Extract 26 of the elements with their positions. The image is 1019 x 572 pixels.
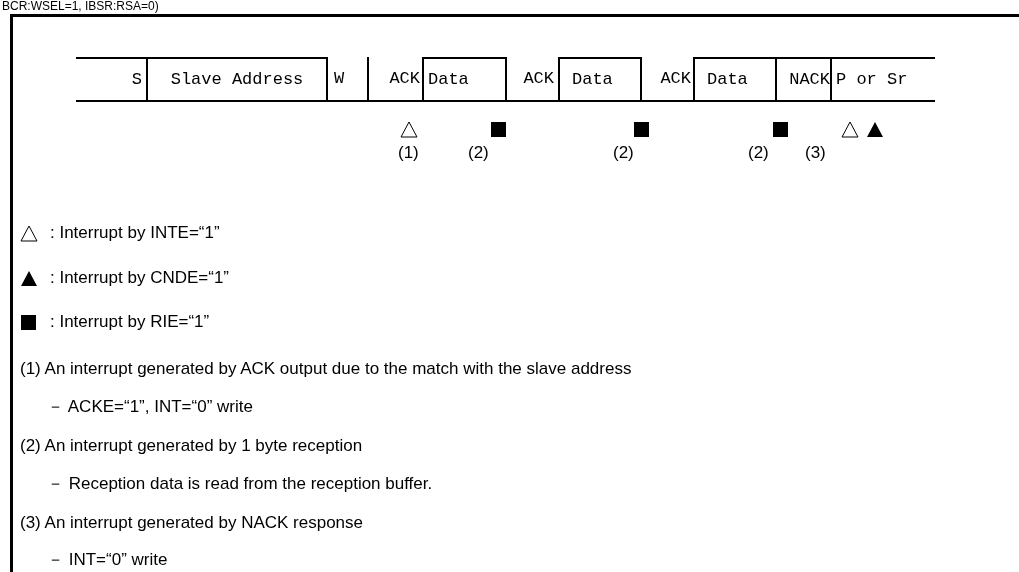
legend-text: : Interrupt by CNDE=“1” [50, 267, 230, 289]
callout-number: (3) [805, 143, 826, 163]
frame-field: NACK [775, 57, 830, 102]
note-text: － INT=“0” write [47, 549, 168, 571]
frame-field: W [326, 57, 367, 102]
heading: BCR:WSEL=1, IBSR:RSA=0) [2, 0, 159, 13]
legend-text: : Interrupt by INTE=“1” [50, 222, 220, 244]
frame-field: ACK [505, 57, 558, 102]
frame-field: Data [693, 57, 777, 102]
callout-number: (2) [468, 143, 489, 163]
note-text: － Reception data is read from the reception buffer. [47, 473, 433, 495]
frame-field: Data [422, 57, 507, 102]
frame-field: ACK [367, 57, 422, 102]
note-text: － ACKE=“1”, INT=“0” write [47, 396, 253, 418]
frame-field: Data [558, 57, 642, 102]
callout-number: (1) [398, 143, 419, 163]
note-text: (1) An interrupt generated by ACK output due to the match with the slave address [20, 358, 632, 380]
frame-field: ACK [640, 57, 693, 102]
frame-field: S [76, 57, 146, 102]
note-text: (2) An interrupt generated by 1 byte reception [20, 435, 363, 457]
callout-number: (2) [748, 143, 769, 163]
legend-text: : Interrupt by RIE=“1” [50, 311, 210, 333]
frame-field: Slave Address [146, 57, 328, 102]
frame-field: P or Sr [830, 57, 935, 102]
callout-number: (2) [613, 143, 634, 163]
note-text: (3) An interrupt generated by NACK response [20, 512, 364, 534]
